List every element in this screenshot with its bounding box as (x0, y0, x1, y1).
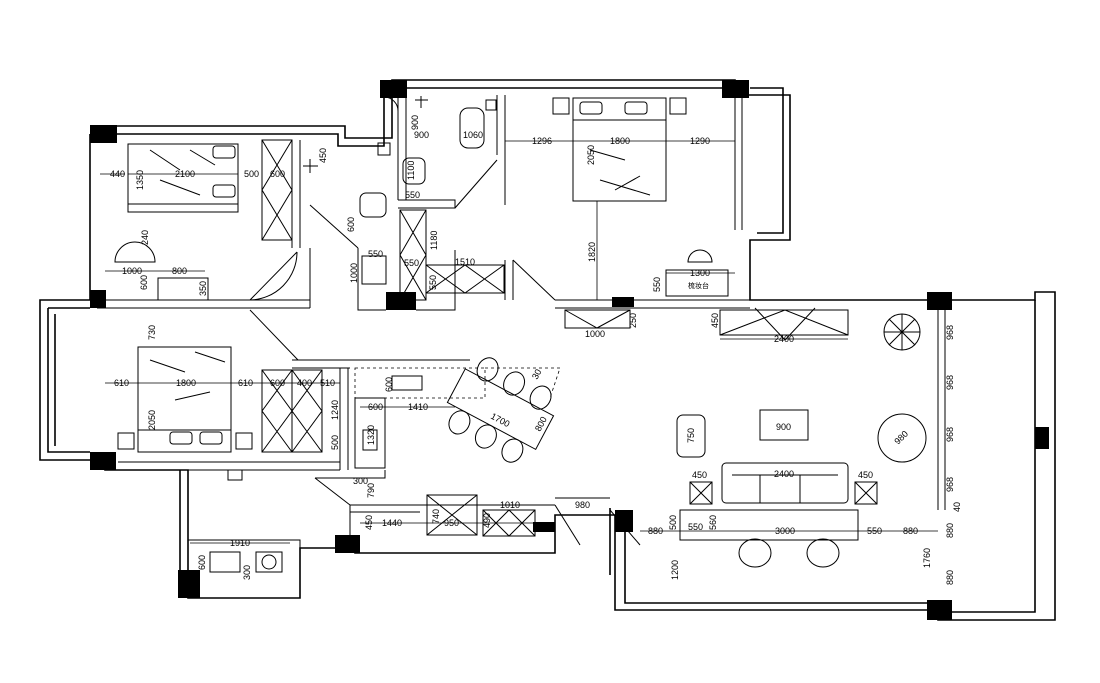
dim-40: 40 (952, 502, 962, 512)
dim-450-l: 450 (692, 470, 707, 480)
dim-550: 550 (405, 190, 420, 200)
dim-30: 30 (530, 367, 544, 381)
dim-740: 740 (431, 509, 441, 524)
dim-300: 300 (353, 476, 368, 486)
dim-880: 880 (648, 526, 663, 536)
balcony: 1910 600 300 (190, 538, 290, 580)
dim-1200: 1200 (670, 560, 680, 580)
dim-560: 560 (708, 515, 718, 530)
bedroom-1: 440 2100 500 600 1350 240 1000 800 600 3… (100, 139, 293, 301)
dim-1000: 1000 (585, 329, 605, 339)
dim-1300: 1300 (690, 268, 710, 278)
dim-1350: 1350 (135, 170, 145, 190)
dim-1000: 1000 (349, 263, 359, 283)
dim-610-b: 610 (238, 378, 253, 388)
master-bedroom: 梳妆台 1296 1800 1290 2050 1820 1300 550 10… (505, 97, 735, 339)
dim-1510: 1510 (455, 257, 475, 267)
dim-600: 600 (346, 217, 356, 232)
corridor-bath: 450 600 550 1000 (303, 142, 391, 285)
dim-1910: 1910 (230, 538, 250, 548)
dim-610: 610 (114, 378, 129, 388)
dim-550: 550 (688, 522, 703, 532)
dim-250: 250 (628, 313, 638, 328)
dim-1800: 1800 (176, 378, 196, 388)
dim-750: 750 (686, 428, 696, 443)
dim-900-h: 900 (414, 130, 429, 140)
dim-900-v: 900 (410, 115, 420, 130)
dim-600: 600 (270, 169, 285, 179)
dim-510: 510 (320, 378, 335, 388)
dim-240: 240 (140, 230, 150, 245)
dim-500: 500 (330, 435, 340, 450)
dim-2100: 2100 (175, 169, 195, 179)
dim-450-e: 450 (364, 515, 374, 530)
doors (249, 96, 816, 546)
dim-550-c: 550 (428, 275, 438, 290)
dim-730: 730 (147, 325, 157, 340)
entrance: 1440 450 950 740 1010 490 980 (360, 494, 590, 537)
dim-2400: 2400 (774, 334, 794, 344)
dim-880-d: 880 (945, 570, 955, 585)
dim-1000: 1000 (122, 266, 142, 276)
dim-450-r: 450 (858, 470, 873, 480)
dim-500: 500 (668, 515, 678, 530)
dim-550-b: 550 (404, 258, 419, 268)
dim-980: 980 (892, 429, 910, 447)
dim-1320: 1320 (366, 425, 376, 445)
dim-2050: 2050 (147, 410, 157, 430)
dim-968-b: 968 (945, 375, 955, 390)
dim-600-k2: 600 (368, 402, 383, 412)
dim-980-e: 980 (575, 500, 590, 510)
dim-800: 800 (533, 415, 549, 433)
dim-1290: 1290 (690, 136, 710, 146)
structural-columns (90, 80, 1049, 620)
dim-3000: 3000 (775, 526, 795, 536)
dim-550: 550 (368, 249, 383, 259)
study: 880 500 550 560 3000 550 880 1200 1760 8… (640, 509, 955, 585)
dim-1820: 1820 (587, 242, 597, 262)
dim-550: 550 (652, 277, 662, 292)
dim-1010: 1010 (500, 500, 520, 510)
dim-440: 440 (110, 169, 125, 179)
dim-600-k: 600 (384, 377, 394, 392)
master-bath: 900 900 1060 1100 550 1180 550 1510 550 (399, 96, 505, 301)
dim-450: 450 (318, 148, 328, 163)
dim-800: 800 (172, 266, 187, 276)
interior-walls (97, 95, 750, 548)
dim-900: 900 (776, 422, 791, 432)
dim-968-c: 968 (945, 427, 955, 442)
dim-1296: 1296 (532, 136, 552, 146)
dim-600: 600 (270, 378, 285, 388)
living-room: 2400 450 968 968 968 968 40 900 750 980 … (676, 309, 962, 512)
dim-500: 500 (244, 169, 259, 179)
dim-550-b: 550 (867, 526, 882, 536)
dim-350: 350 (198, 281, 208, 296)
dim-880-b: 880 (903, 526, 918, 536)
dim-1410: 1410 (408, 402, 428, 412)
dim-968-a: 968 (945, 325, 955, 340)
dim-968-d: 968 (945, 477, 955, 492)
dim-2050: 2050 (586, 145, 596, 165)
dim-1240: 1240 (330, 400, 340, 420)
dim-1100: 1100 (406, 161, 416, 180)
dim-1760: 1760 (922, 548, 932, 568)
dim-400: 400 (297, 378, 312, 388)
dim-600-v: 600 (139, 275, 149, 290)
dim-1440: 1440 (382, 518, 402, 528)
dim-950: 950 (444, 518, 459, 528)
dim-1800: 1800 (610, 136, 630, 146)
dim-1060: 1060 (463, 130, 483, 140)
dim-1180: 1180 (429, 231, 439, 250)
dim-450: 450 (710, 313, 720, 328)
dim-490: 490 (482, 513, 492, 528)
bedroom-2: 730 610 1800 610 600 400 510 2050 1240 5… (105, 325, 340, 481)
dim-600-bal: 600 (197, 555, 207, 570)
dim-300-bal: 300 (242, 565, 252, 580)
dim-790: 790 (366, 483, 376, 498)
dim-2400-sofa: 2400 (774, 469, 794, 479)
kitchen-dining: 600 1410 600 1320 300 790 1700 800 30 (353, 357, 561, 498)
dim-880-c: 880 (945, 523, 955, 538)
dressing-table-label: 梳妆台 (688, 281, 709, 290)
